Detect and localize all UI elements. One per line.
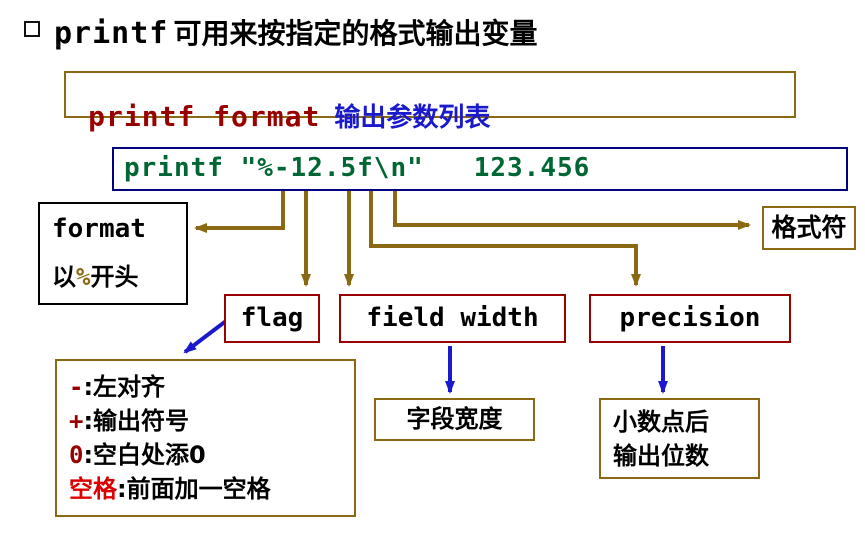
title-code: printf — [54, 16, 169, 51]
title-text: printf 可用来按指定的格式输出变量 — [54, 12, 537, 52]
syntax-box: printf format 输出参数列表 — [64, 71, 796, 133]
arrow-flag-to-detail — [183, 319, 228, 354]
percent-symbol: % — [76, 263, 91, 291]
arrow-percent-to-format — [194, 191, 285, 233]
format-label: format — [52, 214, 146, 244]
syntax-code: printf format — [88, 100, 321, 133]
syntax-label: 输出参数列表 — [334, 103, 491, 133]
precision-detail-box: 小数点后 输出位数 — [599, 398, 760, 479]
flag-detail-line: 0:空白处添0 — [69, 441, 206, 469]
flag-detail-line: 空格:前面加一空格 — [69, 475, 271, 503]
precision-detail-line2: 输出位数 — [613, 442, 709, 470]
title-chinese: 可用来按指定的格式输出变量 — [173, 17, 538, 50]
square-bullet-icon — [24, 21, 40, 37]
slide-title: printf 可用来按指定的格式输出变量 — [24, 12, 537, 52]
arrow-dot5-to-precision — [369, 191, 641, 287]
flag-detail-line: -:左对齐 — [69, 373, 166, 401]
example-box: printf "%-12.5f\n" 123.456 — [112, 147, 848, 191]
flag-detail-line: +:输出符号 — [69, 407, 190, 435]
example-code: printf "%-12.5f\n" 123.456 — [124, 153, 591, 183]
format-desc: 以%开头 — [52, 263, 139, 291]
precision-box: precision — [589, 294, 791, 343]
field-width-box: field width — [339, 294, 566, 343]
precision-detail-line1: 小数点后 — [613, 408, 709, 436]
flag-box: flag — [224, 294, 320, 343]
arrow-f-to-format-spec — [393, 191, 751, 230]
format-box: format 以%开头 — [38, 202, 188, 305]
flag-detail-box: -:左对齐 +:输出符号 0:空白处添0 空格:前面加一空格 — [55, 359, 356, 517]
format-spec-box: 格式符 — [762, 206, 856, 250]
field-width-detail-box: 字段宽度 — [374, 398, 535, 441]
